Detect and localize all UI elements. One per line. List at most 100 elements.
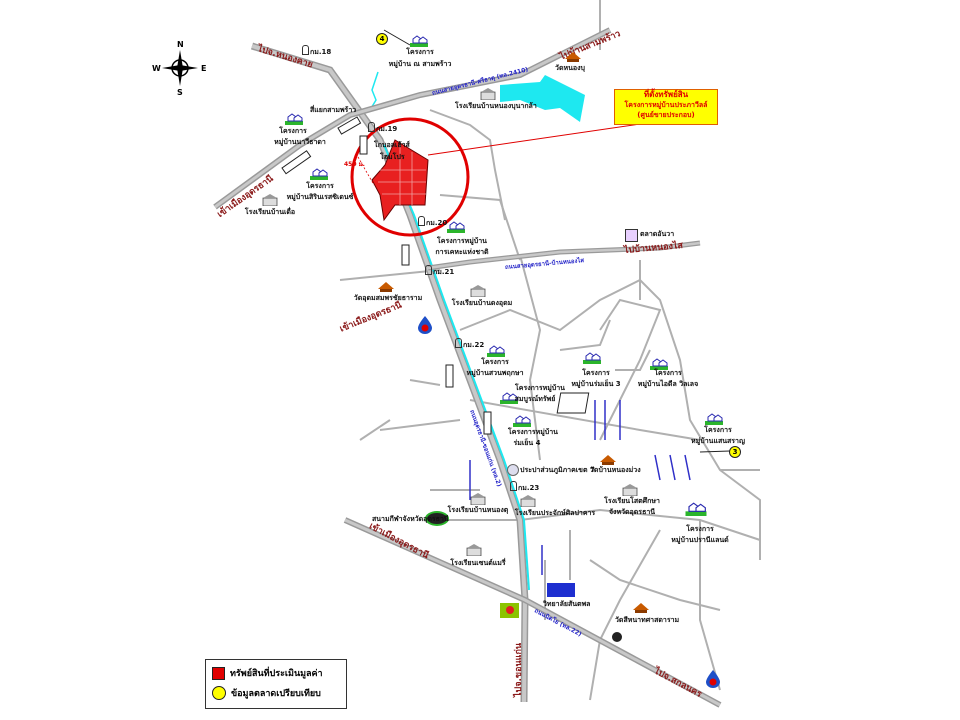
label-wat-nongbu: วัดหนองบุ (555, 64, 585, 72)
stadium-icon (425, 511, 449, 526)
minor-roads (339, 0, 761, 701)
label-village-pranee-name: หมู่บ้านปรานีแลนด์ (671, 536, 729, 544)
label-school-deaf-province: จังหวัดอุดรธานี (608, 508, 656, 516)
label-village-saen: โครงการ (704, 426, 732, 434)
target-pointer-line (427, 123, 641, 156)
village-icon (310, 168, 328, 180)
label-village-saen-name: หมู่บ้านแสนสราญ (691, 437, 745, 445)
compass-e: E (201, 64, 207, 73)
village-icon (513, 415, 531, 427)
school-icon (262, 194, 278, 206)
legend-item-comparable: ข้อมูลตลาดเปรียบเทียบ (212, 686, 321, 700)
label-school-nongbu: โรงเรียนบ้านหนองบุนากล้า (455, 102, 537, 110)
village-icon (285, 113, 303, 125)
label-village-somboon-name: สมบูรณ์ทรัพย์ (514, 395, 556, 403)
property-lots (378, 145, 426, 205)
label-village-sirin: โครงการ (306, 182, 334, 190)
compass-w: W (152, 64, 161, 73)
temple-icon (600, 455, 616, 465)
label-stadium: สนามกีฬาจังหวัดอุดรธานี (372, 515, 449, 523)
map-legend: ทรัพย์สินที่ประเมินมูลค่า ข้อมูลตลาดเปรี… (205, 659, 347, 709)
km-marker-18: กม.18 (302, 45, 331, 58)
label-village-rom3-name: หมู่บ้านร่มเย็น 3 (571, 380, 621, 388)
label-village-somboon: โครงการหมู่บ้าน (515, 384, 565, 392)
label-college-santapol: วิทยาลัยสันตพล (543, 600, 591, 608)
callout-title: ที่ตั้งทรัพย์สิน (643, 90, 689, 99)
label-village-suan-name: หมู่บ้านสวนพฤกษา (466, 369, 524, 377)
label-village-rom4: โครงการหมู่บ้าน (508, 428, 558, 436)
school-icon (470, 493, 486, 505)
subject-swatch-icon (212, 666, 225, 680)
label-wat-udom: วัดอุดมสมพรชัยธาราม (353, 294, 423, 302)
label-village-rom3: โครงการ (582, 369, 610, 377)
label-village-samphrao: โครงการ (406, 48, 434, 56)
comparable-swatch-icon (212, 686, 226, 700)
temple-icon (565, 52, 581, 62)
label-village-pranee: โครงการ (686, 525, 714, 533)
distance-line (357, 156, 375, 186)
store-icon (612, 632, 622, 642)
legend-subject-label: ทรัพย์สินที่ประเมินมูลค่า (230, 669, 323, 679)
label-school-duea: โรงเรียนบ้านเดื่อ (244, 208, 296, 216)
label-junction-samphrao: สี่แยกสามพร้าว (310, 106, 357, 114)
label-village-rom4-name: ร่มเย็น 4 (513, 439, 541, 447)
village-icon (447, 221, 465, 233)
village-icon (705, 413, 723, 425)
label-wat-sihanat: วัดสีหนาทศาสดาราม (615, 616, 680, 624)
label-village-nawi-name: หมู่บ้านนาวีธาดา (274, 138, 326, 146)
km-marker-23: กม.23 (510, 481, 539, 494)
market-icon (625, 229, 638, 242)
subject-highlight-circle (350, 117, 470, 237)
comparable-marker-3: 3 (729, 446, 741, 458)
big-c-store-icon (500, 603, 519, 618)
village-icon (650, 358, 668, 370)
label-village-kheha: โครงการหมู่บ้าน (437, 237, 487, 245)
label-global-house: โกบอลเฮ้าส์ (374, 141, 410, 149)
lake (500, 75, 585, 122)
label-school-dongudom: โรงเรียนบ้านดงอุดม (451, 299, 513, 307)
label-village-ideal: โครงการ (654, 369, 682, 377)
km-marker-19: กม.19 (368, 122, 397, 135)
village-icon (500, 392, 518, 404)
label-market-anwa: ตลาดอันวา (640, 230, 675, 238)
label-village-ideal-name: หมู่บ้านไอดีล วิลเลจ (637, 380, 699, 388)
ptt-gas-station-icon (418, 316, 432, 334)
distance-label: 450 ม. (344, 161, 365, 168)
subject-callout: ที่ตั้งทรัพย์สิน โครงการหมู่บ้านประภาวีล… (614, 89, 718, 125)
waterworks-icon (507, 464, 519, 476)
school-icon (466, 544, 482, 556)
label-school-nongtu: โรงเรียนบ้านหนองตุ (447, 506, 509, 514)
temple-icon (633, 603, 649, 613)
label-village-kheha-name: การเคหะแห่งชาติ (435, 248, 489, 256)
school-icon (480, 88, 496, 100)
legend-comparable-label: ข้อมูลตลาดเปรียบเทียบ (231, 689, 321, 699)
km-marker-22: กม.22 (455, 338, 484, 351)
village-icon (583, 352, 601, 364)
college-icon (547, 583, 575, 597)
school-icon (622, 484, 638, 496)
school-icon (470, 285, 486, 297)
compass-n: N (177, 40, 184, 49)
km-marker-20: กม.20 (418, 216, 447, 229)
label-village-suan: โครงการ (481, 358, 509, 366)
label-school-deaf: โรงเรียนโสตศึกษา (604, 497, 660, 505)
sois (469, 400, 691, 575)
label-homepro: โฮมโปร (380, 153, 405, 161)
callout-project: โครงการหมู่บ้านประภาวีลล์ (624, 101, 708, 109)
ptt-gas-station-icon (706, 670, 720, 688)
label-school-stmary: โรงเรียนเซนต์แมรี่ (450, 559, 506, 567)
townhouse-blocks (281, 116, 590, 435)
label-village-samphrao-name: หมู่บ้าน ณ สามพร้าว (388, 60, 452, 68)
callout-note: (ศูนย์ขายประกอบ) (637, 111, 695, 119)
temple-icon (378, 282, 394, 292)
compass-rose-icon (162, 50, 198, 86)
label-village-nawi: โครงการ (279, 127, 307, 135)
comparable-marker-4: 4 (376, 33, 388, 45)
canal (383, 144, 530, 591)
school-icon (520, 495, 536, 507)
direction-khonkaen: ไปจ.ขอนแก่น (514, 642, 524, 697)
label-village-sirin-name: หมู่บ้านสิรินเรสซิเดนซ์ (286, 193, 354, 201)
village-icon (410, 35, 428, 47)
